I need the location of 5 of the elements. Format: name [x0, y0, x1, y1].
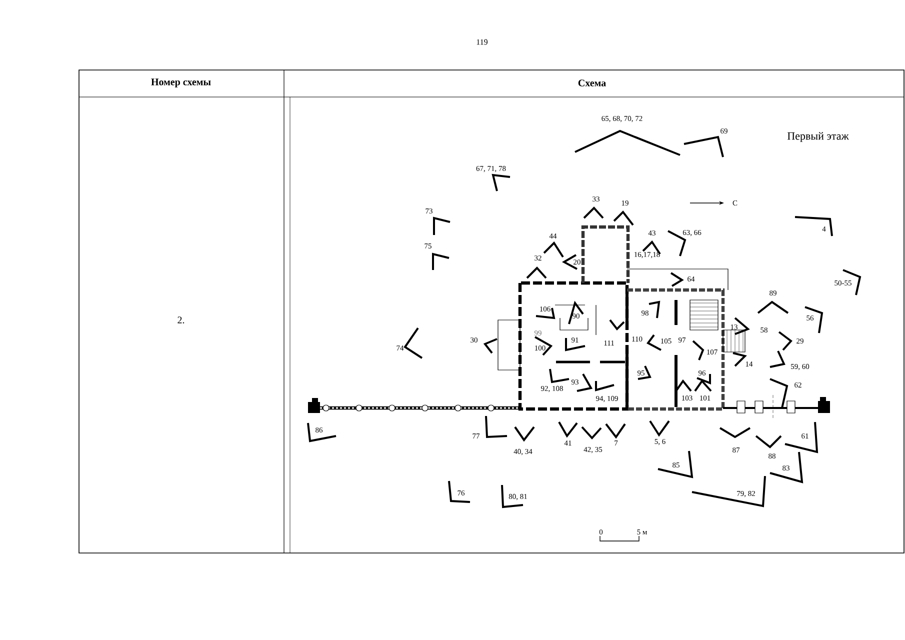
floor-label: Первый этаж [787, 132, 849, 142]
page-number: 119 [476, 39, 488, 45]
table-header: Схема [578, 80, 606, 86]
table-cell: 2. [178, 316, 184, 324]
table-header: Номер схемы [151, 78, 211, 88]
